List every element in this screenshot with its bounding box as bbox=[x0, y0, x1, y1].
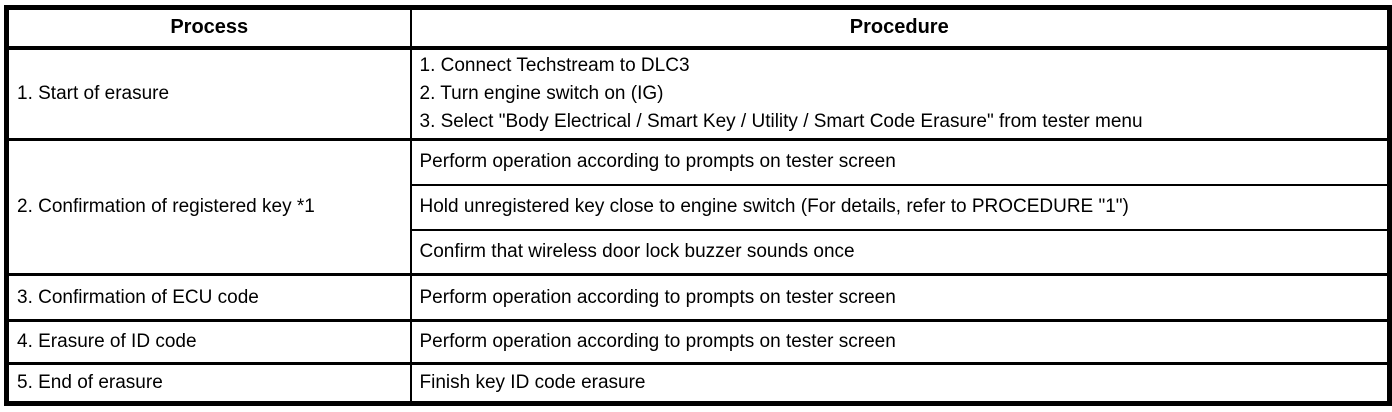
process-cell: 5. End of erasure bbox=[5, 362, 412, 405]
process-cell: 1. Start of erasure bbox=[5, 46, 412, 141]
procedure-column-header: Procedure bbox=[409, 6, 1391, 50]
procedure-step: 1. Connect Techstream to DLC3 bbox=[419, 54, 690, 76]
process-cell: 2. Confirmation of registered key *1 bbox=[5, 138, 412, 276]
procedure-step: 2. Turn engine switch on (IG) bbox=[419, 82, 664, 104]
process-cell: 4. Erasure of ID code bbox=[5, 319, 412, 365]
table-row: Hold unregistered key close to engine sw… bbox=[7, 183, 1391, 231]
process-column-header: Process bbox=[5, 6, 412, 50]
procedure-cell: Perform operation according to prompts o… bbox=[409, 273, 1391, 322]
procedure-cell: Perform operation according to prompts o… bbox=[409, 138, 1391, 186]
header-row: Process Procedure bbox=[5, 6, 1391, 50]
smart-code-erasure-table: Process Procedure 1. Start of erasure 1.… bbox=[4, 5, 1392, 406]
procedure-cell: Finish key ID code erasure bbox=[409, 362, 1391, 405]
procedure-cell: Confirm that wireless door lock buzzer s… bbox=[409, 228, 1391, 276]
table-row: 3. Confirmation of ECU code Perform oper… bbox=[5, 273, 1391, 322]
process-cell: 3. Confirmation of ECU code bbox=[5, 273, 412, 322]
procedure-cell: Perform operation according to prompts o… bbox=[409, 319, 1391, 365]
table-row: 4. Erasure of ID code Perform operation … bbox=[5, 319, 1391, 365]
procedure-cell: 1. Connect Techstream to DLC3 2. Turn en… bbox=[409, 46, 1391, 141]
table-row: 5. End of erasure Finish key ID code era… bbox=[5, 362, 1391, 405]
procedure-cell: Hold unregistered key close to engine sw… bbox=[409, 183, 1391, 231]
table-row: 2. Confirmation of registered key *1 Per… bbox=[5, 138, 1391, 276]
table-row: Confirm that wireless door lock buzzer s… bbox=[7, 228, 1391, 276]
table-row: 1. Start of erasure 1. Connect Techstrea… bbox=[5, 46, 1391, 141]
procedure-step: 3. Select "Body Electrical / Smart Key /… bbox=[419, 110, 1143, 132]
